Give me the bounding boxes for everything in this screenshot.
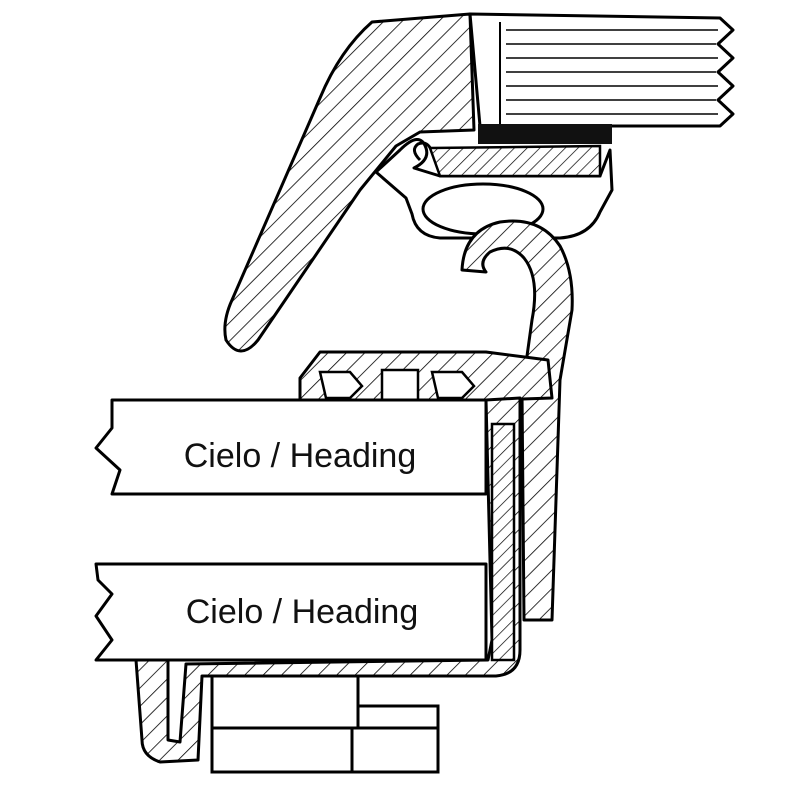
upper-lever-arm (223, 12, 476, 353)
base-blocks (210, 674, 440, 774)
hook-frame-profile (460, 219, 574, 622)
channel-frame (134, 396, 522, 764)
upper-heading-panel (94, 398, 488, 496)
lower-heading-panel (94, 562, 488, 662)
glass-panel-stack (468, 12, 735, 144)
bracket-block (298, 350, 554, 402)
upper-heading-label: Cielo / Heading (184, 437, 416, 475)
lower-heading-label: Cielo / Heading (186, 593, 418, 631)
